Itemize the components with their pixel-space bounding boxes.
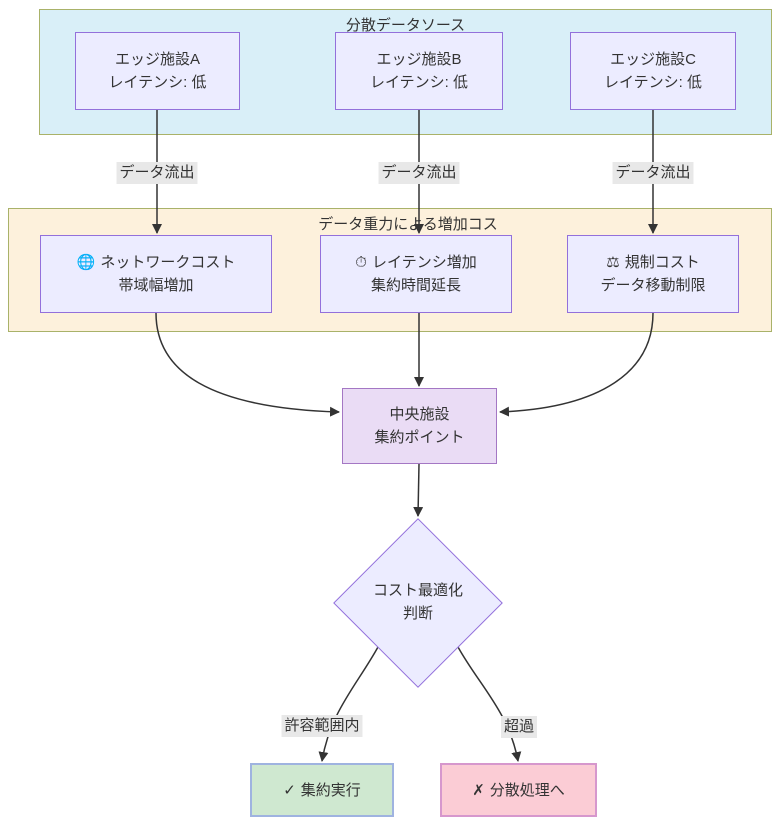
node-title: コスト最適化 bbox=[372, 582, 463, 599]
node-subtitle: 判断 bbox=[402, 605, 433, 622]
node-subtitle: データ移動制限 bbox=[600, 277, 706, 294]
node-title: ネットワークコスト bbox=[100, 254, 236, 271]
node-title: レイテンシ増加 bbox=[372, 254, 477, 271]
node-network-cost: 🌐ネットワークコスト 帯域幅増加 bbox=[40, 235, 272, 313]
node-title-row: ⚖規制コスト bbox=[606, 251, 699, 274]
node-decision-label: コスト最適化 判断 bbox=[333, 579, 503, 625]
node-subtitle: 帯域幅増加 bbox=[118, 277, 194, 294]
node-title: 中央施設 bbox=[389, 406, 450, 423]
node-regulation-cost: ⚖規制コスト データ移動制限 bbox=[567, 235, 739, 313]
x-icon: ✗ bbox=[472, 781, 485, 799]
node-aggregate-execute: ✓集約実行 bbox=[250, 763, 394, 817]
node-title: エッジ施設B bbox=[376, 51, 462, 68]
scales-icon: ⚖ bbox=[606, 254, 620, 271]
globe-icon: 🌐 bbox=[76, 254, 96, 271]
arrow-decision-to-distribute bbox=[457, 646, 522, 762]
edge-label-within-tolerance: 許容範囲内 bbox=[281, 715, 363, 737]
subgraph-title-costs: データ重力による増加コス bbox=[318, 216, 498, 233]
check-icon: ✓ bbox=[283, 781, 296, 799]
node-subtitle: 集約時間延長 bbox=[370, 277, 461, 294]
node-subtitle: レイテンシ: 低 bbox=[108, 74, 207, 91]
node-subtitle: 集約ポイント bbox=[374, 429, 465, 446]
node-subtitle: レイテンシ: 低 bbox=[603, 74, 703, 91]
node-title: 規制コスト bbox=[624, 254, 700, 271]
arrow-central-to-decision bbox=[413, 463, 424, 517]
edge-label-outflow-c: データ流出 bbox=[612, 162, 694, 184]
node-title: 集約実行 bbox=[300, 781, 361, 799]
node-title-row: ✓集約実行 bbox=[283, 779, 361, 802]
node-title-row: 🌐ネットワークコスト bbox=[77, 251, 236, 274]
edge-label-outflow-a: データ流出 bbox=[116, 162, 198, 184]
arrow-decision-to-aggregate bbox=[318, 646, 379, 762]
edge-label-outflow-b: データ流出 bbox=[378, 162, 460, 184]
node-edge-facility-a: エッジ施設A レイテンシ: 低 bbox=[75, 32, 240, 110]
node-title: エッジ施設A bbox=[114, 51, 200, 68]
edge-label-exceeded: 超過 bbox=[500, 716, 538, 738]
node-title: エッジ施設C bbox=[610, 51, 696, 68]
node-subtitle: レイテンシ: 低 bbox=[369, 74, 469, 91]
node-central-facility: 中央施設 集約ポイント bbox=[342, 388, 497, 464]
node-edge-facility-c: エッジ施設C レイテンシ: 低 bbox=[570, 32, 736, 110]
node-title-row: ✗分散処理へ bbox=[472, 779, 565, 802]
stopwatch-icon: ⏱ bbox=[355, 254, 367, 271]
node-distributed-processing: ✗分散処理へ bbox=[440, 763, 597, 817]
node-title: 分散処理へ bbox=[489, 781, 565, 799]
subgraph-title-sources: 分散データソース bbox=[345, 17, 466, 34]
node-title-row: ⏱ レイテンシ増加 bbox=[355, 251, 476, 274]
node-latency-cost: ⏱ レイテンシ増加 集約時間延長 bbox=[320, 235, 512, 313]
node-edge-facility-b: エッジ施設B レイテンシ: 低 bbox=[335, 32, 503, 110]
